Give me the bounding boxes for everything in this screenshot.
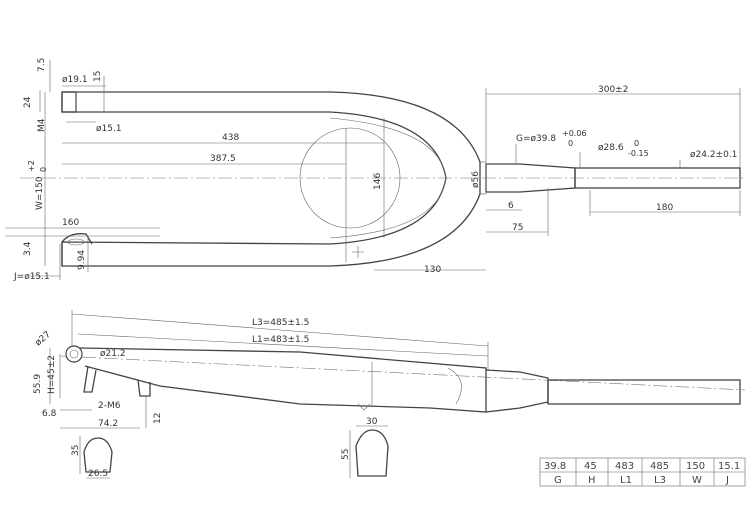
dim-line-L3: [71, 313, 489, 347]
dropout-eye: [65, 345, 83, 363]
sections: 35 26.5 55 30: [71, 417, 389, 479]
upper-dropout: [61, 91, 77, 113]
dim-text: 387.5: [210, 154, 236, 164]
table-cell: 45: [584, 461, 597, 472]
top-view: 7.5 ø19.1 15 24 M4 ø15.1 300±2 438 387.5…: [5, 58, 745, 282]
dim-text: 160: [62, 218, 79, 228]
dropout-eye-hole: [69, 349, 79, 359]
side-steerer-taper: [485, 369, 549, 413]
lower-mark: [357, 403, 371, 411]
table-cell: L3: [654, 475, 666, 486]
section-small: [83, 437, 113, 473]
dim-text: 146: [373, 173, 383, 190]
dim-text: 3.4: [23, 241, 33, 256]
dim-text: 9.94: [77, 250, 87, 270]
table-cell: 39.8: [544, 461, 566, 472]
dim-text: 24: [23, 96, 33, 108]
table-cell: W: [692, 475, 702, 486]
dim-text: +0.06: [562, 129, 587, 138]
section-large: [355, 429, 389, 477]
dim-text: 75: [512, 223, 523, 233]
side-blade: [79, 347, 487, 413]
center-mark: [352, 246, 364, 258]
dim-text: W=150: [35, 176, 45, 210]
dim-text: 12: [153, 413, 163, 424]
mount-tab-right: [137, 379, 151, 397]
dim-text: L1=483±1.5: [252, 335, 309, 345]
dim-text: J=ø15.1: [13, 272, 50, 282]
dim-text: 74.2: [98, 419, 118, 429]
dim-text: 15: [93, 71, 103, 82]
dim-text: +2: [27, 160, 36, 172]
dimension-table: 39.8 45 483 485 150 15.1 G H L1 L3 W J: [539, 457, 746, 487]
table-cell: J: [725, 475, 729, 486]
dim-text: 55: [341, 449, 351, 460]
side-center-line: [59, 355, 746, 391]
dim-text: 0: [634, 139, 639, 148]
side-view: ø27 L3=485±1.5 L1=483±1.5 ø21.2 55.9 H=4…: [33, 310, 746, 429]
dim-text: ø56: [471, 171, 481, 188]
mount-tab-left: [83, 365, 97, 393]
table-cell: 15.1: [718, 461, 740, 472]
dim-text: 2-M6: [98, 401, 121, 411]
wheel-clearance-circle: [299, 127, 401, 229]
dim-text: 7.5: [37, 58, 47, 72]
table-cell: 485: [650, 461, 669, 472]
dim-text: ø19.1: [62, 75, 88, 85]
dim-text: 180: [656, 203, 673, 213]
dim-text: H=45±2: [47, 355, 57, 394]
dim-text: 130: [424, 265, 441, 275]
dim-text: 438: [222, 133, 239, 143]
dim-text: 30: [366, 417, 378, 427]
lower-blade: [61, 177, 447, 266]
upper-blade: [61, 92, 447, 179]
dim-text: 6.8: [42, 409, 57, 419]
dim-line-L1: [77, 333, 489, 357]
fork-outline-outer: [61, 91, 481, 267]
lower-dropout-hole: [67, 238, 85, 246]
dim-text: G=ø39.8: [516, 134, 556, 144]
dim-text: -0.15: [628, 149, 649, 158]
dim-text: ø24.2±0.1: [690, 150, 737, 160]
side-steerer-tube: [547, 379, 741, 405]
dim-text: L3=485±1.5: [252, 318, 309, 328]
dim-text: M4: [37, 118, 47, 132]
dim-text: 35: [71, 445, 81, 456]
table-cell: L1: [620, 475, 632, 486]
dim-text: ø15.1: [96, 124, 122, 134]
dim-text: ø27: [34, 330, 53, 349]
table-cell: 483: [615, 461, 634, 472]
crown-curve: [447, 367, 462, 405]
dim-text: 55.9: [33, 374, 43, 394]
dim-text: ø28.6: [598, 143, 624, 153]
dim-text: ø21.2: [100, 349, 126, 359]
fork-inner-curve: [329, 117, 447, 239]
table-cell: H: [588, 475, 596, 486]
dim-text: 300±2: [598, 85, 628, 95]
dim-text: 26.5: [88, 469, 108, 479]
dim-text: 6: [508, 201, 514, 211]
table-cell: G: [554, 475, 562, 486]
dim-text: 0: [568, 139, 573, 148]
table-cell: 150: [686, 461, 705, 472]
lower-dropout: [61, 233, 93, 245]
steerer-tube: [574, 167, 741, 189]
dim-text: 0: [39, 167, 48, 172]
